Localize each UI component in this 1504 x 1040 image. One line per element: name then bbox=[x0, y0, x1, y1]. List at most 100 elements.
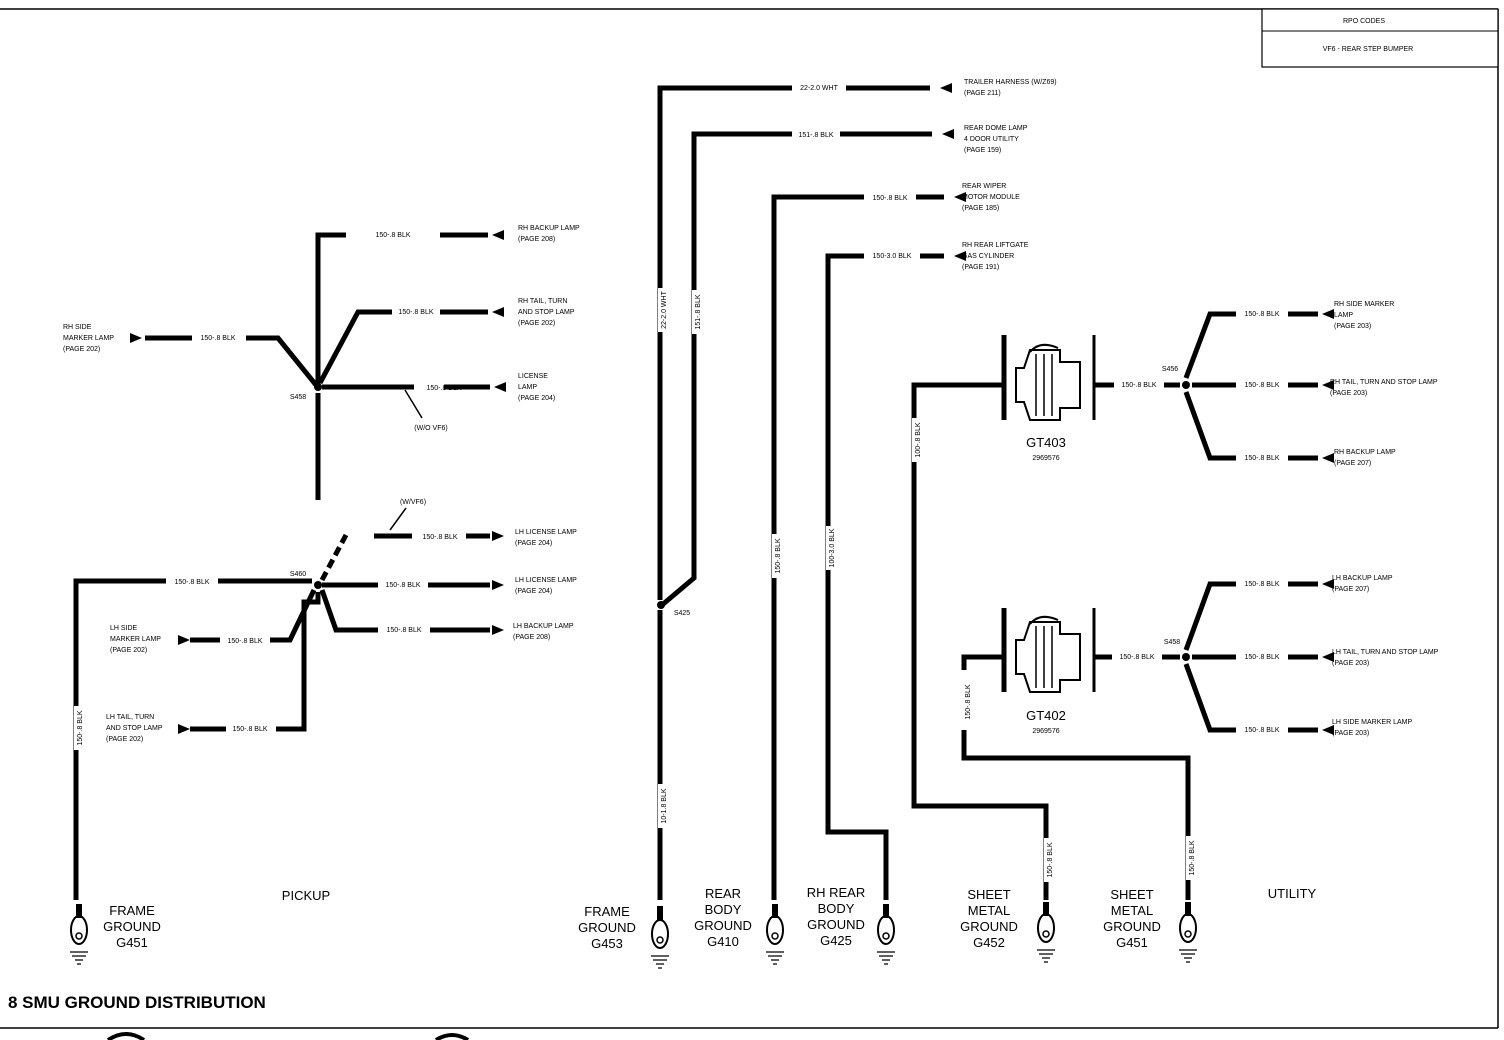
splice-s460-label: S460 bbox=[290, 571, 306, 578]
arrow-lh-tail bbox=[178, 724, 190, 734]
label-dome: 151-.8 BLK bbox=[798, 132, 833, 139]
label-wiper: 150-.8 BLK bbox=[872, 195, 907, 202]
wire-u-rh-side bbox=[1183, 311, 1236, 379]
splice-s458b-dot bbox=[1182, 653, 1190, 661]
splice-dots bbox=[314, 381, 1190, 661]
comp-u-lh-backup: LH BACKUP LAMP(PAGE 207) bbox=[1332, 575, 1393, 593]
gt402-part: 2969576 bbox=[1032, 728, 1059, 735]
label-p-lh-backup: 150-.8 BLK bbox=[386, 627, 421, 634]
wire-lh-tail bbox=[276, 592, 321, 732]
arrow-u-rh-backup bbox=[1322, 453, 1334, 463]
connector-labels: GT403 2969576 GT402 2969576 bbox=[1026, 435, 1066, 735]
section-utility-label: UTILITY bbox=[1268, 886, 1317, 901]
gt403-label: GT403 bbox=[1026, 435, 1066, 450]
splice-s458-label: S458 bbox=[290, 394, 306, 401]
leader-wo-vf6 bbox=[404, 389, 423, 419]
gt403-part: 2969576 bbox=[1032, 455, 1059, 462]
splice-s456-label: S456 bbox=[1162, 366, 1178, 373]
arrow-trailer bbox=[940, 83, 952, 93]
splice-s425-dot bbox=[657, 601, 665, 609]
arrow-rh-side bbox=[130, 333, 142, 343]
label-frame-g453: 10-1.8 BLK bbox=[661, 788, 668, 823]
wire-wiper bbox=[771, 194, 864, 900]
note-w-vf6: (W/VF6) bbox=[400, 499, 426, 506]
label-u-rh-backup: 150-.8 BLK bbox=[1244, 455, 1279, 462]
splice-s425-label: S425 bbox=[674, 610, 690, 617]
wire-rh-side bbox=[246, 335, 318, 387]
wire-lh-side bbox=[270, 588, 317, 643]
label-wiper-v: 150-.8 BLK bbox=[775, 538, 782, 573]
label-p-ground: 150-.8 BLK bbox=[77, 710, 84, 745]
wire-labels: 150-.8 BLK 150-.8 BLK 150-.8 BLK 150-.8 … bbox=[174, 85, 1279, 734]
wire-u-lh-backup bbox=[1183, 581, 1236, 651]
label-p-frame-feed: 150-.8 BLK bbox=[174, 579, 209, 586]
pickup-wiring bbox=[73, 232, 490, 900]
arrow-dome bbox=[942, 129, 954, 139]
label-gt402-feed: 150-.8 BLK bbox=[1119, 654, 1154, 661]
wire-liftgate bbox=[825, 253, 889, 900]
wire-u-rh-backup bbox=[1183, 391, 1236, 461]
ground-symbol-g425 bbox=[877, 904, 895, 965]
label-p-rh-tail: 150-.8 BLK bbox=[398, 309, 433, 316]
arrow-u-rh-side bbox=[1322, 309, 1334, 319]
arrow-rh-backup bbox=[492, 230, 504, 240]
label-liftgate: 150-3.0 BLK bbox=[873, 253, 912, 260]
wire-dome bbox=[660, 131, 792, 607]
wire-gt402-ground bbox=[961, 730, 1191, 900]
label-g452-v: 150-.8 BLK bbox=[1047, 842, 1054, 877]
comp-trailer: TRAILER HARNESS (W/Z69)(PAGE 211) bbox=[964, 79, 1057, 97]
label-u-lh-side: 150-.8 BLK bbox=[1244, 727, 1279, 734]
label-p-lh-license: 150-.8 BLK bbox=[385, 582, 420, 589]
center-wiring bbox=[657, 85, 944, 900]
wire-lh-backup bbox=[319, 589, 378, 633]
label-p-rh-side: 150-.8 BLK bbox=[200, 335, 235, 342]
gt402-label: GT402 bbox=[1026, 708, 1066, 723]
ground-symbol-g451-pickup bbox=[70, 904, 88, 965]
binder-hole-right bbox=[434, 1033, 470, 1040]
label-p-license-wo: 150-.8 BLK bbox=[426, 385, 461, 392]
label-trailer-v: 22-2.0 WHT bbox=[661, 290, 668, 328]
comp-lh-license: LH LICENSE LAMP(PAGE 204) bbox=[515, 577, 577, 595]
rpo-heading: RPO CODES bbox=[1343, 18, 1385, 25]
splice-labels: S458 S460 S425 S456 S458 (W/O VF6) (W/VF… bbox=[290, 366, 1180, 646]
comp-lh-backup: LH BACKUP LAMP(PAGE 208) bbox=[513, 623, 574, 641]
page-title: 8 SMU GROUND DISTRIBUTION bbox=[8, 993, 266, 1012]
label-gt402-ground: 150-.8 BLK bbox=[965, 684, 972, 719]
arrow-lh-license-w bbox=[492, 531, 504, 541]
ground-symbol-g452 bbox=[1037, 902, 1055, 963]
label-p-license-w: 150-.8 BLK bbox=[422, 534, 457, 541]
label-p-rh-backup: 150-.8 BLK bbox=[375, 232, 410, 239]
connector-gt403 bbox=[1001, 335, 1096, 421]
ground-symbol-g453 bbox=[651, 906, 669, 969]
wire-lh-license-w bbox=[319, 532, 350, 582]
label-liftgate-v: 100-3.0 BLK bbox=[829, 528, 836, 567]
arrow-lh-license bbox=[492, 580, 504, 590]
note-wo-vf6: (W/O VF6) bbox=[414, 425, 447, 432]
ground-symbol-g451-utility bbox=[1179, 902, 1197, 963]
splice-s458-dot bbox=[314, 383, 322, 391]
binder-hole-left bbox=[106, 1032, 146, 1040]
splice-s458b-label: S458 bbox=[1164, 639, 1180, 646]
label-u-rh-tail: 150-.8 BLK bbox=[1244, 382, 1279, 389]
comp-u-rh-backup: RH BACKUP LAMP(PAGE 207) bbox=[1334, 449, 1396, 467]
arrow-lh-side bbox=[178, 635, 190, 645]
label-p-lh-tail: 150-.8 BLK bbox=[232, 726, 267, 733]
connector-gt402 bbox=[1001, 608, 1096, 693]
comp-lh-license-w: LH LICENSE LAMP(PAGE 204) bbox=[515, 529, 577, 547]
arrow-rh-tail bbox=[492, 307, 504, 317]
